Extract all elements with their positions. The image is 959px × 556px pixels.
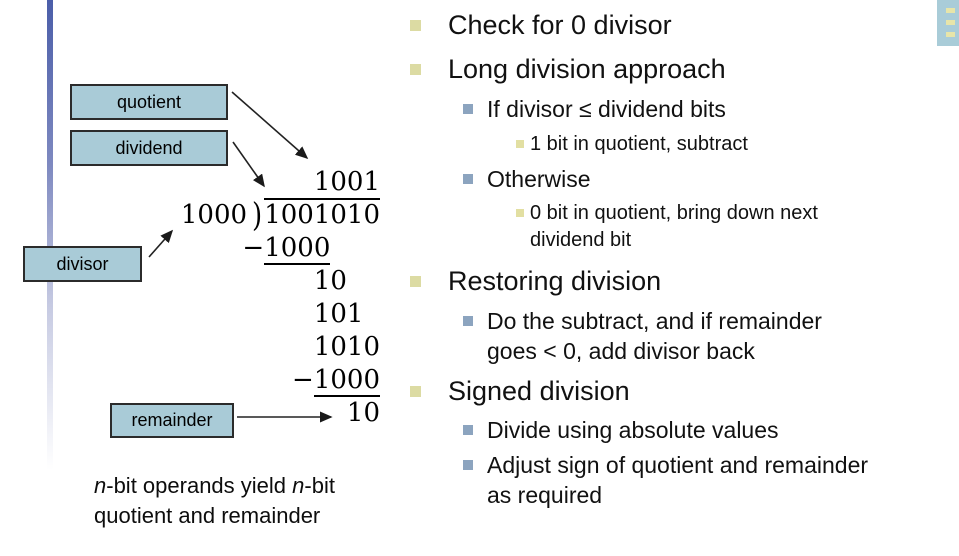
remainder-label-box: remainder: [110, 403, 234, 438]
division-bracket: ): [252, 197, 263, 235]
long-division-figure: 1001 1000)1001010 −1000 10 101 1010 −100…: [150, 166, 380, 430]
bullet-item-divide-using-absolute-values: Divide using absolute values: [400, 415, 958, 445]
divisor-label: divisor: [56, 253, 109, 274]
bullet-item-long-division-approach: Long division approach: [400, 52, 958, 86]
section-tab-mark: [946, 20, 955, 25]
quotient-label-box: quotient: [70, 84, 228, 120]
division-divisor-number: 1000: [180, 200, 248, 230]
division-quotient-row: 1001: [313, 167, 380, 197]
bullet-square-icon: [463, 104, 473, 114]
remainder-label: remainder: [131, 410, 213, 430]
bullet-item-check-for-0-divisor: Check for 0 divisor: [400, 8, 958, 42]
section-tab-mark: [946, 8, 955, 13]
bullet-item-1-bit-in-quotient: 1 bit in quotient, subtract: [400, 131, 958, 158]
bullet-text: Long division approach: [448, 54, 726, 84]
bullet-item-do-the-subtract: Do the subtract, and if remainder goes <…: [400, 306, 958, 366]
bullet-text: Signed division: [448, 376, 630, 406]
division-remainder-row: 10: [346, 398, 380, 428]
bullet-item-0-bit-in-quotient: 0 bit in quotient, bring down next divid…: [400, 200, 958, 254]
figure-caption-line1: n-bit operands yield n-bit: [94, 473, 335, 498]
bullet-list: Check for 0 divisor Long division approa…: [400, 0, 958, 510]
bullet-text: Divide using absolute values: [487, 417, 779, 443]
bullet-text: Restoring division: [448, 266, 662, 296]
figure-caption-line2: quotient and remainder: [94, 503, 321, 528]
bullet-item-restoring-division: Restoring division: [400, 264, 958, 298]
division-step-row: 1010: [313, 332, 380, 362]
bullet-item-adjust-sign: Adjust sign of quotient and remainder as…: [400, 450, 958, 510]
bullet-square-icon: [463, 316, 473, 326]
dividend-label: dividend: [115, 137, 183, 158]
bullet-text: Do the subtract, and if remainder goes <…: [487, 308, 822, 364]
bullet-text: 1 bit in quotient, subtract: [530, 133, 748, 155]
bullet-square-icon: [410, 276, 421, 287]
bullet-item-signed-division: Signed division: [400, 374, 958, 408]
division-dividend-row: 1000)1001010: [150, 197, 380, 235]
bullet-text: Otherwise: [487, 166, 591, 192]
division-step-row: 101: [313, 299, 364, 329]
dividend-label-box: dividend: [70, 130, 228, 166]
bullet-text: Adjust sign of quotient and remainder as…: [487, 452, 869, 508]
section-tab: [937, 0, 959, 46]
bullet-square-icon: [516, 140, 524, 148]
division-subtract-row: −1000: [242, 233, 331, 265]
bullet-text: Check for 0 divisor: [448, 10, 672, 40]
arrow-quotient: [231, 91, 309, 160]
bullet-square-icon: [410, 64, 421, 75]
bullet-square-icon: [410, 386, 421, 397]
bullet-square-icon: [516, 209, 524, 217]
bullet-text: If divisor ≤ dividend bits: [487, 96, 726, 122]
bullet-item-if-divisor-le-dividend: If divisor ≤ dividend bits: [400, 94, 958, 124]
division-subtract-row: −1000: [292, 365, 380, 397]
bullet-text: 0 bit in quotient, bring down next divid…: [530, 202, 818, 251]
division-dividend-number: 1001010: [264, 198, 380, 230]
bullet-square-icon: [410, 20, 421, 31]
divisor-label-box: divisor: [23, 246, 142, 282]
quotient-label: quotient: [116, 91, 182, 112]
bullet-item-otherwise: Otherwise: [400, 164, 958, 194]
figure-caption: n-bit operands yield n-bit quotient and …: [94, 471, 335, 531]
division-step-row: 10: [313, 266, 347, 296]
section-tab-mark: [946, 32, 955, 37]
left-accent-bar: [47, 0, 53, 470]
bullet-square-icon: [463, 460, 473, 470]
bullet-square-icon: [463, 174, 473, 184]
bullet-square-icon: [463, 425, 473, 435]
